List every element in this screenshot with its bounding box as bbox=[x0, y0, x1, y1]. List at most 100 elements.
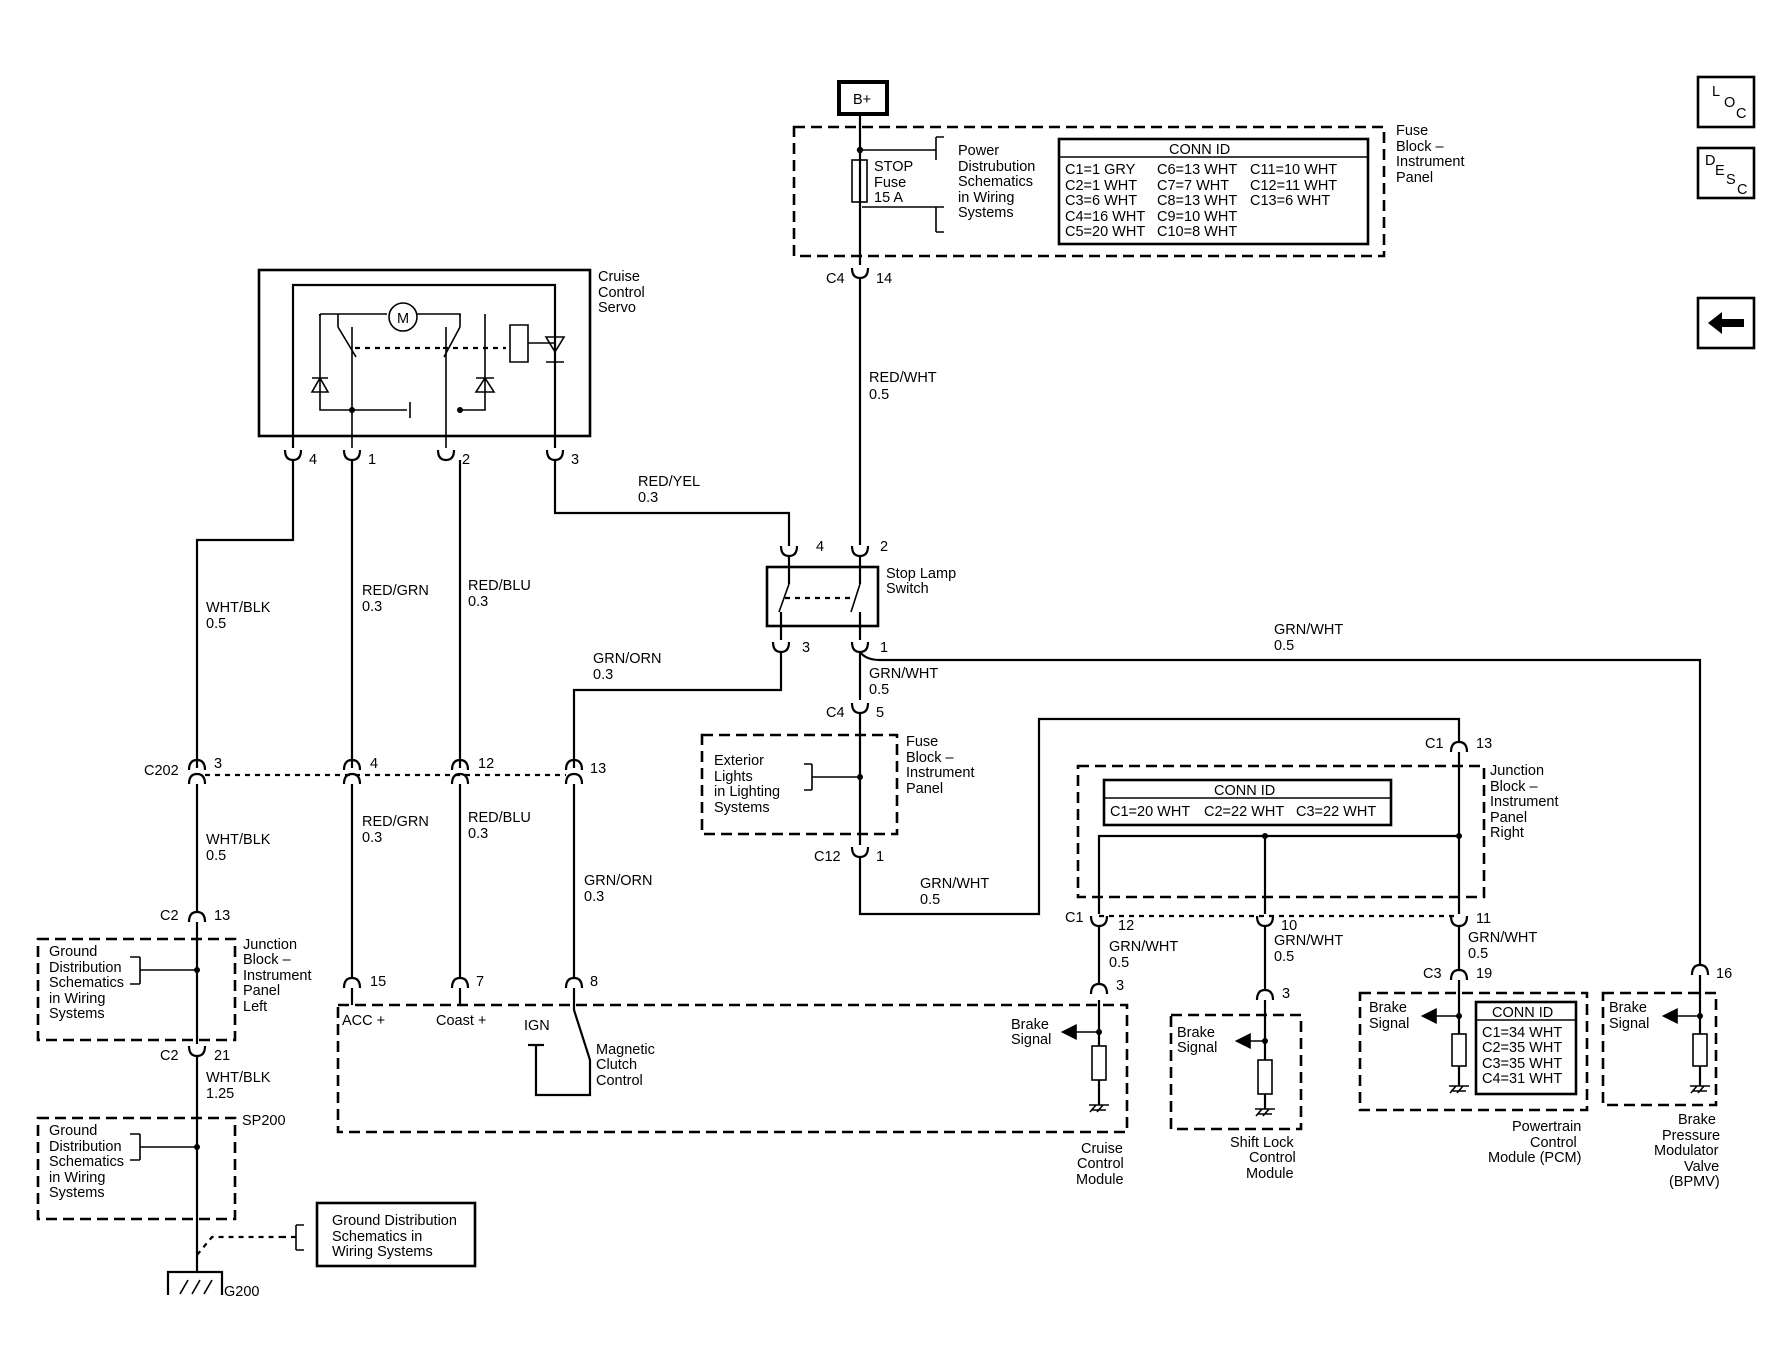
c3-19-name: C3 bbox=[1423, 966, 1442, 982]
fuse-block-mid-label-4: Panel bbox=[906, 781, 943, 797]
ccm-pin-15: 15 bbox=[370, 974, 386, 990]
c202-pin-4: 4 bbox=[370, 756, 378, 772]
shift-brake-label-2: Signal bbox=[1177, 1040, 1217, 1056]
stop-fuse-label-1: STOP bbox=[874, 159, 913, 175]
c1-row-name: C1 bbox=[1065, 910, 1084, 926]
wire-red-grn-a-color: RED/GRN bbox=[362, 583, 429, 599]
wire-red-wht-color: RED/WHT bbox=[869, 370, 937, 386]
wire-grn-wht-ccm-gauge: 0.5 bbox=[1109, 955, 1129, 971]
power-ref-3: Schematics bbox=[958, 174, 1033, 190]
fuse-block-mid-label-3: Instrument bbox=[906, 765, 975, 781]
stop-lamp-pin-2: 2 bbox=[880, 539, 888, 555]
jbl-label-1: Junction bbox=[243, 937, 297, 953]
jbr-label-1: Junction bbox=[1490, 763, 1544, 779]
fuse-block-top-label-3: Instrument bbox=[1396, 154, 1465, 170]
c202-pin-3: 3 bbox=[214, 756, 222, 772]
c12-name: C12 bbox=[814, 849, 841, 865]
ccm-pin-8: 8 bbox=[590, 974, 598, 990]
conn-pcm-cell: C4=31 WHT bbox=[1482, 1071, 1562, 1087]
sp200-ref-4: in Wiring bbox=[49, 1170, 105, 1186]
pcm-brake-label-2: Signal bbox=[1369, 1016, 1409, 1032]
power-ref-2: Distrubution bbox=[958, 159, 1035, 175]
ground-icon bbox=[166, 1270, 224, 1295]
wire-red-blu-a-color: RED/BLU bbox=[468, 578, 531, 594]
fuse-block-mid-label-2: Block – bbox=[906, 750, 954, 766]
shift-label-1: Shift Lock bbox=[1230, 1135, 1294, 1151]
stop-fuse-symbol bbox=[851, 159, 868, 203]
bpmv-outline bbox=[1601, 991, 1718, 1107]
conn-right-cell: C3=22 WHT bbox=[1296, 804, 1376, 820]
conn-id-table-pcm: CONN ID C1=34 WHT C2=35 WHT C3=35 WHT C4… bbox=[1474, 1000, 1578, 1096]
wire-red-blu-b-gauge: 0.3 bbox=[468, 826, 488, 842]
jbl-ref-3: Schematics bbox=[49, 975, 124, 991]
jbl-label-4: Panel bbox=[243, 983, 280, 999]
motor-label: M bbox=[397, 311, 409, 327]
pcm-outline bbox=[1358, 991, 1589, 1112]
ccm-brake-label-1: Brake bbox=[1011, 1017, 1049, 1033]
sp200-label: SP200 bbox=[242, 1113, 286, 1129]
ccm-label-1: Cruise bbox=[1081, 1141, 1123, 1157]
ccm-pin-3: 3 bbox=[1116, 978, 1124, 994]
shift-lock-module-outline bbox=[1169, 1013, 1303, 1131]
wire-grn-wht-pcm-gauge: 0.5 bbox=[1468, 946, 1488, 962]
loc-letter-c: C bbox=[1736, 106, 1746, 122]
conn-id-top-title: CONN ID bbox=[1169, 142, 1230, 158]
c2-bot-name: C2 bbox=[160, 1048, 179, 1064]
fuse-block-mid-label-1: Fuse bbox=[906, 734, 938, 750]
wire-grn-wht-low-color: GRN/WHT bbox=[920, 876, 989, 892]
battery-label: B+ bbox=[853, 92, 871, 108]
c4-mid-name: C4 bbox=[826, 705, 845, 721]
jbl-label-5: Left bbox=[243, 999, 267, 1015]
desc-letter-d: D bbox=[1705, 153, 1715, 169]
c4-top-pin: 14 bbox=[876, 271, 892, 287]
sp200-ref-1: Ground bbox=[49, 1123, 97, 1139]
ext-lights-ref-3: in Lighting bbox=[714, 784, 780, 800]
wire-grn-wht-pcm-color: GRN/WHT bbox=[1468, 930, 1537, 946]
conn-top-cell: C1=1 GRY bbox=[1065, 162, 1136, 178]
stop-fuse-label-3: 15 A bbox=[874, 190, 903, 206]
ccm-pin-7: 7 bbox=[476, 974, 484, 990]
desc-letter-e: E bbox=[1715, 163, 1725, 179]
jbl-ref-5: Systems bbox=[49, 1006, 105, 1022]
conn-top-cell: C12=11 WHT bbox=[1250, 178, 1337, 194]
bpmv-label-3: Modulator bbox=[1654, 1143, 1719, 1159]
wire-wht-blk-b-color: WHT/BLK bbox=[206, 832, 271, 848]
c12-pin: 1 bbox=[876, 849, 884, 865]
c2-top-pin: 13 bbox=[214, 908, 230, 924]
jbl-ref-1: Ground bbox=[49, 944, 97, 960]
cruise-servo-box bbox=[257, 268, 592, 438]
wire-red-yel-color: RED/YEL bbox=[638, 474, 700, 490]
stop-lamp-switch-box bbox=[765, 565, 880, 628]
loc-button[interactable]: L O C bbox=[1696, 75, 1756, 129]
wire-red-wht-gauge: 0.5 bbox=[869, 387, 889, 403]
power-ref-4: in Wiring bbox=[958, 190, 1014, 206]
wire-grn-wht-shift-gauge: 0.5 bbox=[1274, 949, 1294, 965]
sp200-ref-2: Distribution bbox=[49, 1139, 122, 1155]
bpmv-label-5: (BPMV) bbox=[1669, 1174, 1720, 1190]
bpmv-label-2: Pressure bbox=[1662, 1128, 1720, 1144]
c202-name: C202 bbox=[144, 763, 179, 779]
wire-wht-blk-a-color: WHT/BLK bbox=[206, 600, 271, 616]
junction-block-left-outline bbox=[36, 937, 237, 1042]
conn-id-right-title: CONN ID bbox=[1214, 783, 1275, 799]
wire-red-grn-b-gauge: 0.3 bbox=[362, 830, 382, 846]
shift-label-3: Module bbox=[1246, 1166, 1294, 1182]
wire-red-blu-b-color: RED/BLU bbox=[468, 810, 531, 826]
servo-pin-3: 3 bbox=[571, 452, 579, 468]
bpmv-brake-label-1: Brake bbox=[1609, 1000, 1647, 1016]
wire-wht-blk-c-gauge: 1.25 bbox=[206, 1086, 234, 1102]
c1-pin-12: 12 bbox=[1118, 918, 1134, 934]
back-button[interactable] bbox=[1696, 296, 1756, 350]
wire-wht-blk-b-gauge: 0.5 bbox=[206, 848, 226, 864]
conn-right-cell: C1=20 WHT bbox=[1110, 804, 1190, 820]
desc-button[interactable]: D E S C bbox=[1696, 146, 1756, 200]
bpmv-pin-16: 16 bbox=[1716, 966, 1732, 982]
conn-top-cell: C7=7 WHT bbox=[1157, 178, 1229, 194]
c2-top-name: C2 bbox=[160, 908, 179, 924]
c3-19-pin: 19 bbox=[1476, 966, 1492, 982]
conn-pcm-cell: C3=35 WHT bbox=[1482, 1056, 1562, 1072]
junction-block-right-outline bbox=[1076, 764, 1486, 899]
servo-label-3: Servo bbox=[598, 300, 636, 316]
c202-pin-13: 13 bbox=[590, 761, 606, 777]
